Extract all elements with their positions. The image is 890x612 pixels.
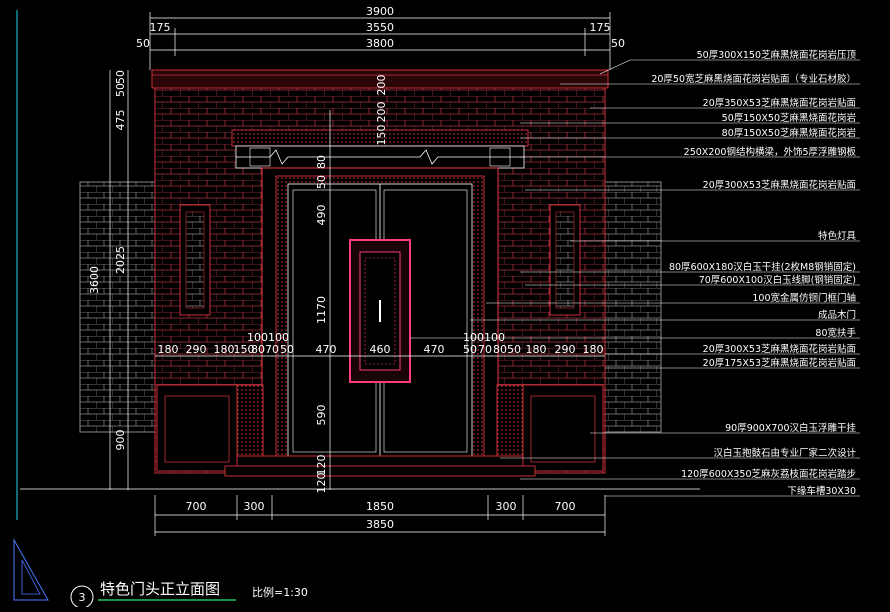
annotation-leader-0 (599, 59, 860, 75)
dim-left-offset: 175 (150, 21, 171, 34)
annotation-18: 下缘车槽30X30 (787, 485, 856, 497)
dim-mid-14: 180 (526, 343, 547, 356)
title-triangle-icon (13, 538, 49, 601)
dim-door-j: 120 (315, 473, 328, 494)
annotation-16: 汉白玉抱鼓石由专业厂家二次设计 (713, 447, 856, 459)
dim-right-offset: 175 (590, 21, 611, 34)
coping-stone (151, 69, 609, 89)
annotation-14: 20厚175X53芝麻黑烧面花岗岩贴面 (703, 357, 856, 369)
dim-left-a: 50 (114, 83, 127, 97)
dim-mid-6: 50 (280, 343, 294, 356)
dim-mid-15: 290 (555, 343, 576, 356)
dim-door-f: 490 (315, 205, 328, 226)
dim-mid-13: 50 (507, 343, 521, 356)
dim-left-c: 475 (114, 110, 127, 131)
drum-stone-left (236, 384, 264, 462)
annotation-12: 80宽扶手 (815, 327, 856, 339)
dim-mid-7: 470 (316, 343, 337, 356)
step-lower (224, 465, 536, 477)
dim-mid-3: 150 (234, 343, 255, 356)
annotation-13: 20厚300X53芝麻黑烧面花岗岩贴面 (703, 343, 856, 355)
annotation-17: 120厚600X350芝麻灰荔枝面花岗岩踏步 (681, 468, 856, 480)
annotation-0: 50厚300X150芝麻黑烧面花岗岩压顶 (697, 49, 857, 61)
dim-left-f: 900 (114, 430, 127, 451)
dim-bottom-seg1: 700 (186, 500, 207, 513)
drawing-title: 特色门头正立面图 (100, 580, 220, 598)
annotation-1: 20厚50宽芝麻黑烧面花岗岩贴面（专业石材胶） (651, 73, 856, 85)
dim-mid-small-left: 100100 (247, 331, 289, 344)
annotation-6: 20厚300X53芝麻黑烧面花岗岩贴面 (703, 179, 856, 191)
dim-door-i: 120 (315, 455, 328, 476)
dim-door-e: 50 (315, 175, 328, 189)
dim-overall-width: 3900 (366, 5, 394, 18)
dim-mid-16: 180 (583, 343, 604, 356)
plinth-left (156, 384, 238, 472)
title-number: 3 (79, 591, 86, 604)
bottom-dimension-lines (154, 495, 606, 536)
annotation-3: 50厚150X50芝麻黑烧面花岗岩 (722, 112, 856, 124)
dim-bottom-seg2: 300 (244, 500, 265, 513)
annotation-9: 70厚600X100汉白玉线脚(钢销固定) (699, 274, 856, 286)
left-side-wall (79, 181, 159, 433)
dim-mid-4: 80 (251, 343, 265, 356)
right-side-wall (602, 181, 662, 433)
dim-inner-width: 3800 (366, 37, 394, 50)
dim-left-d: 3600 (88, 266, 101, 294)
dim-right-small: 50 (611, 37, 625, 50)
dim-mid-9: 470 (424, 343, 445, 356)
annotation-list: 50厚300X150芝麻黑烧面花岗岩压顶 20厚50宽芝麻黑烧面花岗岩贴面（专业石… (410, 49, 860, 497)
dim-bottom-seg3: 1850 (366, 500, 394, 513)
drawing-scale: 比例=1:30 (252, 585, 308, 599)
annotation-4: 80厚150X50芝麻黑烧面花岗岩 (722, 127, 856, 139)
annotation-10: 100宽金属仿铜门框门轴 (752, 292, 856, 304)
dim-mid-10: 50 (463, 343, 477, 356)
annotation-15: 90厚900X700汉白玉浮雕干挂 (725, 422, 856, 434)
dim-mid-0: 180 (158, 343, 179, 356)
plinth-right (522, 384, 604, 472)
dim-door-d: 80 (315, 155, 328, 169)
dim-door-c: 200 (375, 102, 388, 123)
dim-mid-5: 70 (265, 343, 279, 356)
dim-left-e: 2025 (114, 246, 127, 274)
dim-door-a: 200 (375, 75, 388, 96)
annotation-7: 特色灯具 (818, 230, 857, 242)
top-dimension-lines (149, 12, 611, 70)
annotation-11: 成品木门 (818, 309, 856, 321)
dim-mid-8: 460 (370, 343, 391, 356)
dim-door-g: 1170 (315, 296, 328, 324)
dim-middle-width: 3550 (366, 21, 394, 34)
dim-mid-12: 80 (493, 343, 507, 356)
dim-left-small: 50 (136, 37, 150, 50)
annotation-2: 20厚350X53芝麻黑烧面花岗岩贴面 (703, 97, 856, 109)
dim-mid-small-right: 100100 (463, 331, 505, 344)
dim-bottom-seg4: 300 (496, 500, 517, 513)
dim-mid-1: 290 (186, 343, 207, 356)
annotation-5: 250X200钢结构横梁，外饰5厚浮雕钢板 (684, 146, 857, 158)
dim-door-h: 590 (315, 405, 328, 426)
drum-stone-right (496, 384, 524, 462)
dim-left-b: 50 (114, 70, 127, 84)
dim-bottom-seg5: 700 (555, 500, 576, 513)
step-upper (236, 455, 524, 467)
dim-bottom-overall: 3850 (366, 518, 394, 531)
dim-mid-2: 180 (214, 343, 235, 356)
annotation-8: 80厚600X180汉白玉干挂(2枚M8钢销固定) (669, 261, 856, 273)
left-dimension-lines (109, 70, 129, 490)
dim-mid-11: 70 (478, 343, 492, 356)
dim-door-b: 150 (375, 125, 388, 146)
